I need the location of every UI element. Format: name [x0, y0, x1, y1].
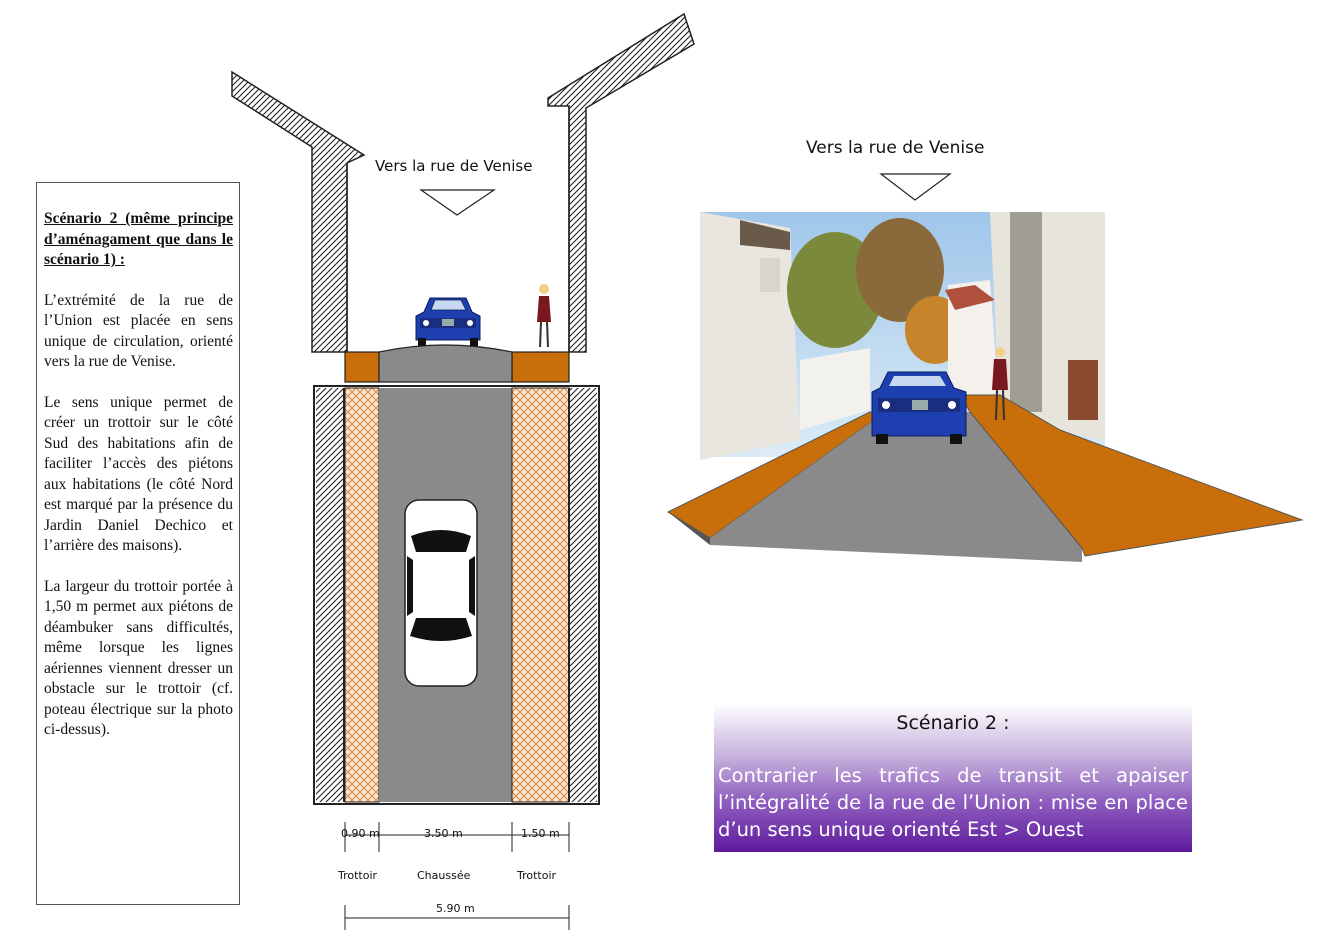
photo-pedestrian-icon: [992, 347, 1008, 421]
right-building-wall: [547, 12, 695, 353]
scenario-paragraph-2: Le sens unique permet de créer un trotto…: [44, 393, 233, 555]
photo-roadway: [710, 412, 1082, 562]
plan-view: [313, 385, 600, 805]
scenario-summary-body: Contrarier les trafics de transit et apa…: [718, 764, 1188, 841]
section-left-sidewalk: [344, 351, 380, 383]
plan-left-wall: [316, 388, 344, 802]
photo-direction-label: Vers la rue de Venise: [806, 138, 985, 158]
scenario-summary-box: Scénario 2 : Contrarier les trafics de t…: [714, 704, 1192, 852]
dim-roadway: 3.50 m: [424, 827, 463, 840]
photo-right-sidewalk: [959, 394, 1304, 557]
street-photo: [666, 173, 1304, 562]
white-wall: [800, 348, 870, 430]
scenario-paragraph-3: La largeur du trottoir portée à 1,50 m p…: [44, 577, 233, 739]
pedestrian-icon: [537, 284, 551, 348]
dim-left-sidewalk: 0.90 m: [341, 827, 380, 840]
photo-blue-car-icon: [871, 371, 967, 444]
white-car-top-icon: [404, 499, 478, 687]
dimension-lines: [344, 822, 570, 930]
zone-right-label: Trottoir: [517, 869, 557, 882]
section-roadway: [378, 344, 513, 383]
zone-center-label: Chaussée: [417, 869, 471, 882]
scenario-paragraph-1: L’extrémité de la rue de l’Union est pla…: [44, 291, 233, 371]
scenario-summary-title: Scénario 2 :: [896, 712, 1010, 734]
plan-left-sidewalk: [344, 387, 380, 803]
scenario-description-title: Scénario 2 (même principe d’aménagament …: [44, 210, 233, 268]
dim-right-sidewalk: 1.50 m: [521, 827, 560, 840]
blue-car-front-icon: [415, 297, 481, 346]
plan-right-sidewalk: [511, 387, 570, 803]
electric-pole: [1010, 212, 1042, 412]
left-building-wall: [231, 70, 366, 353]
scenario-description-box: Scénario 2 (même principe d’aménagament …: [36, 182, 240, 905]
plan-right-wall: [569, 388, 597, 802]
zone-left-label: Trottoir: [338, 869, 378, 882]
plan-direction-label: Vers la rue de Venise: [375, 157, 533, 175]
photo-direction-arrow-icon: [879, 173, 952, 201]
dim-total: 5.90 m: [436, 902, 475, 915]
cross-section: [231, 12, 695, 383]
section-right-sidewalk: [511, 351, 570, 383]
direction-arrow-icon: [419, 189, 496, 216]
